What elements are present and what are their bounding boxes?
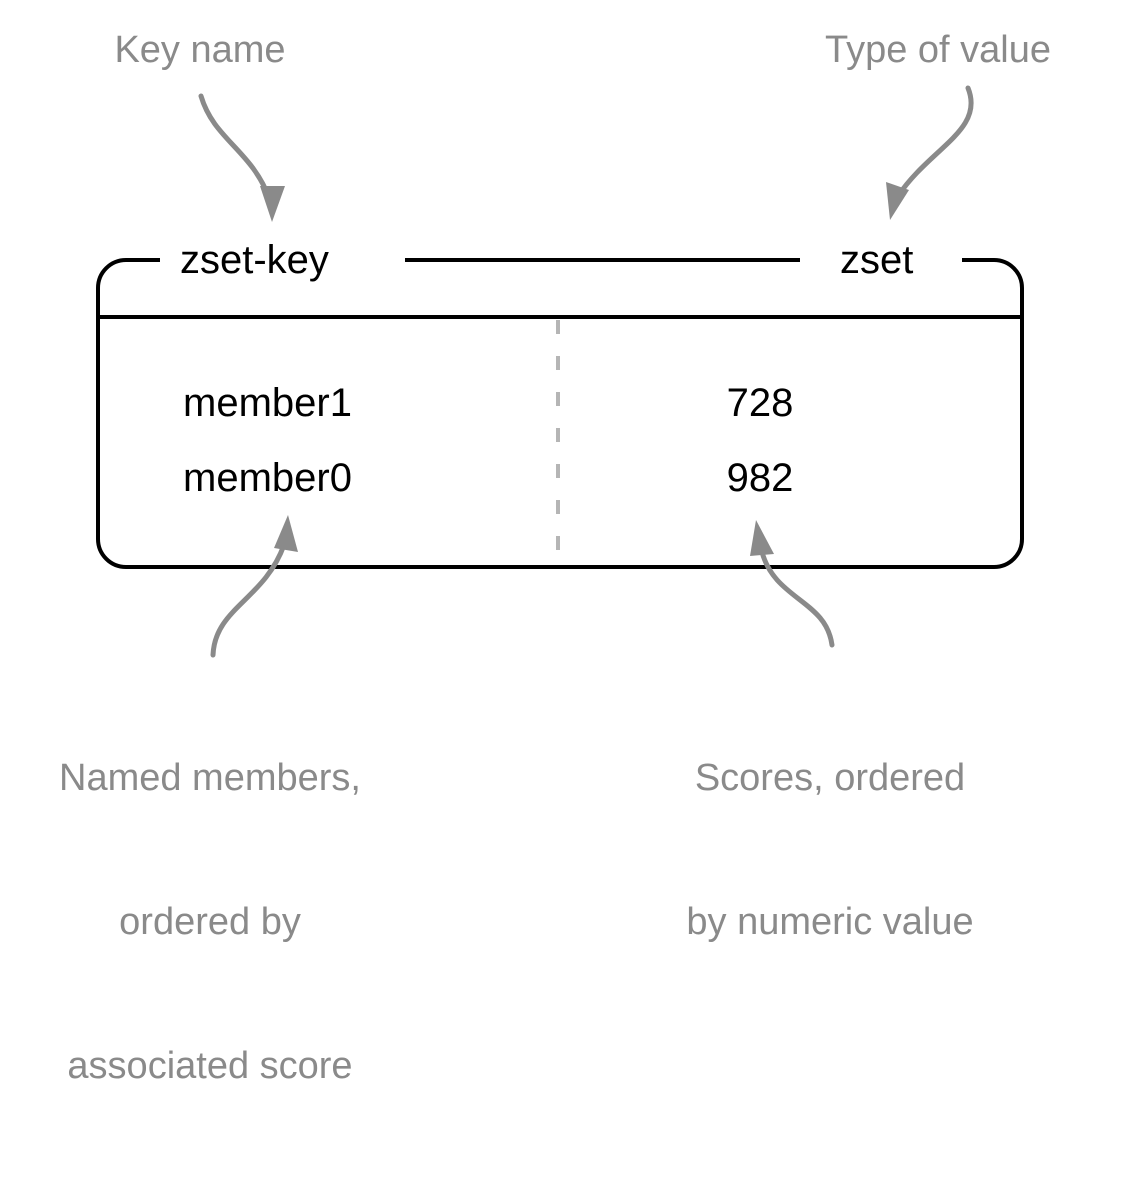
caption-named-members-line2: ordered by [119,901,301,943]
arrow-scores-caption [750,520,835,648]
diagram-canvas: Key name Type of value zset-key zset mem… [59,29,1052,1087]
box-corner-top-right [962,258,1024,330]
annotation-key-name: Key name [114,29,286,71]
caption-scores-line1: Scores, ordered [694,757,966,799]
box-bottom-border [96,538,1024,569]
zset-member-name: member1 [183,381,352,425]
arrow-type-of-value [886,85,974,220]
zset-type-label: zset [826,238,928,282]
caption-named-members-line3: associated score [67,1045,353,1087]
arrow-key-name [198,93,285,222]
caption-scores: Scores, ordered by numeric value [620,658,1040,1042]
zset-member-score: 982 [726,456,794,500]
zset-member-name: member0 [183,456,352,500]
annotation-type-of-value: Type of value [824,29,1052,71]
caption-named-members: Named members, ordered by associated sco… [0,658,420,1186]
zset-member-score: 728 [726,381,794,425]
caption-scores-line2: by numeric value [686,901,974,943]
zset-key-label: zset-key [166,238,343,282]
box-corner-top-left [96,258,160,330]
arrow-members-caption [210,515,298,658]
caption-named-members-line1: Named members, [59,757,361,799]
